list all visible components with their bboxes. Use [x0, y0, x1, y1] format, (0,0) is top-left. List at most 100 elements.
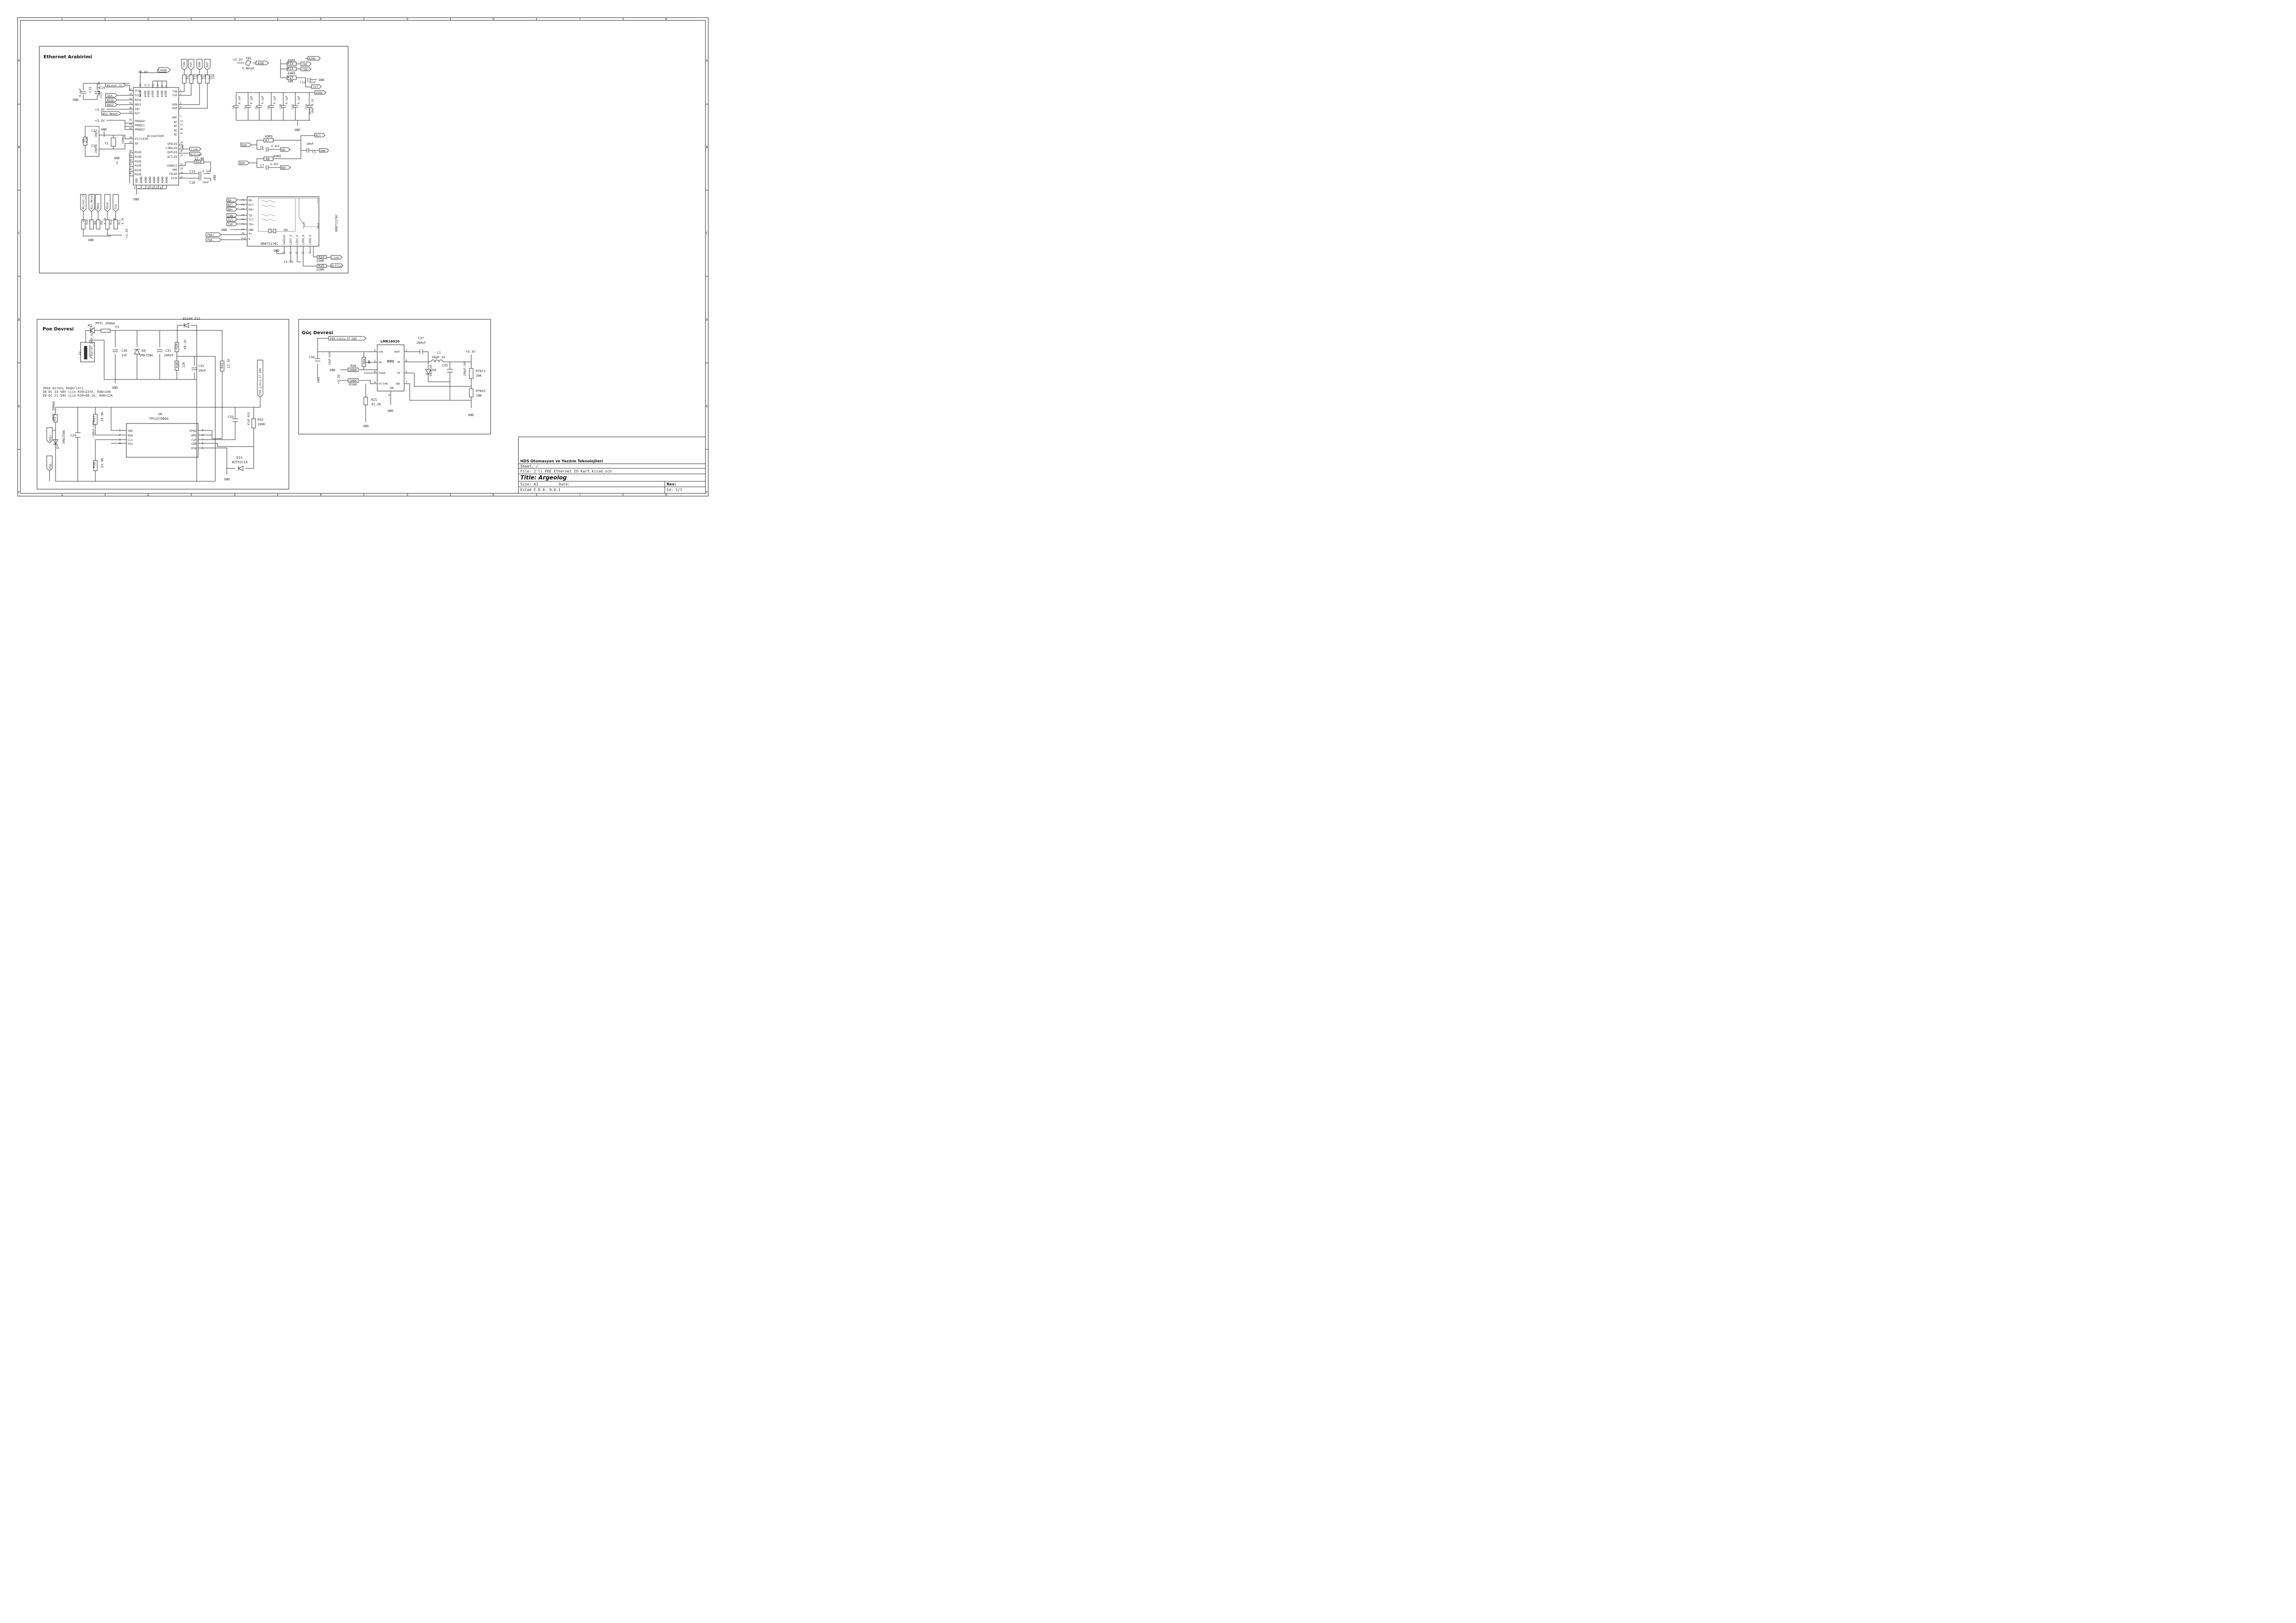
- u4-pin-name: TD+: [249, 223, 254, 226]
- pullup-net-label-text: Wiz_Reset: [90, 194, 94, 209]
- rtx-ref: R23: [209, 74, 212, 79]
- frame-col-top: 6: [493, 17, 494, 21]
- schematic-sheet: 1 2 3 4 5 6 7 8 1 2 3 4 5 6 7 8 A B C D …: [17, 17, 709, 497]
- r14-txn: TXN: [302, 68, 307, 71]
- u5-bottom-pin-num: 29: [134, 187, 137, 189]
- c37-val: 100nF: [416, 341, 426, 345]
- c31-val: 100nF: [164, 354, 174, 357]
- poe-out-label: POE-Çıkış-37-58V: [259, 368, 262, 395]
- frame-col-top: 4: [320, 17, 322, 21]
- u5-left-pin-num: 40: [129, 159, 132, 162]
- file-name: File: 2'li POE Ethernet IO Kart.kicad_sc…: [520, 469, 612, 473]
- r39-ref: R39: [175, 343, 179, 349]
- frame-col-bottom: 2: [147, 493, 149, 497]
- c15-val: 0.1µF: [79, 88, 82, 97]
- c30-ref: C30: [121, 349, 127, 353]
- f1-val: PPTC 200mA: [95, 322, 115, 325]
- u5-right-pin-name: DNC: [172, 116, 177, 119]
- u5-right-pin-name: VBG: [172, 168, 177, 172]
- c37-ref: C37: [418, 336, 424, 340]
- r13-txp: TXP: [302, 63, 307, 66]
- rtx-net-label-text: TXP: [190, 62, 193, 67]
- u4-net-label-text: RCT: [228, 204, 233, 207]
- u6-left-pin-num: 2: [119, 434, 121, 437]
- u4-pin-name: GND: [249, 229, 254, 232]
- u5-right-pin-num: 46: [180, 128, 183, 131]
- u4-pin-num: P2: [242, 214, 244, 217]
- frame-col-bottom: 4: [320, 493, 322, 497]
- frame-col-top: 2: [147, 17, 149, 21]
- avdd-label-text: AVDD: [160, 69, 167, 72]
- u31-left-pin-num: 2: [374, 349, 376, 352]
- u5-left-pin-name: SCSn: [135, 89, 142, 93]
- u5-right-pin-num: 20: [180, 172, 183, 174]
- u6-right-pin-name: T2P: [191, 439, 196, 442]
- c19-val: 4.7µF: [202, 170, 211, 173]
- r13-ref: R13: [287, 62, 293, 66]
- rtx-ref: R22: [201, 74, 205, 79]
- r15-tct: TCT: [313, 86, 318, 89]
- u5-right-pin-name: NC: [174, 129, 178, 132]
- u4-pin-num: P6: [242, 199, 244, 202]
- poe-section: Poe Devresi J2 Barrel_Jack_Switch M7 PPT…: [37, 317, 289, 490]
- pullup-net-label: [104, 194, 111, 212]
- r25-val: 220R: [316, 268, 324, 272]
- u4-pin-num: P3: [242, 208, 244, 211]
- u5-left-pin-num: 42: [129, 168, 132, 171]
- frame-row-right: C: [706, 231, 708, 235]
- sheet-title: Title: Argeolog: [520, 474, 567, 481]
- u31-left-pin-name: RT/SYNC: [379, 383, 388, 386]
- f1-ref: F1: [115, 325, 119, 329]
- u5-right-pin-name: NC: [174, 124, 178, 128]
- u4-bottom-pin-name: LEDY_A: [289, 235, 293, 245]
- u4-pin-name: TD-: [249, 214, 254, 218]
- u4-net-label: [226, 222, 237, 226]
- u31-left-pin-num: 4: [374, 381, 376, 384]
- u5-bottom-pin-name: AGND: [140, 176, 143, 183]
- u4-net-label: [226, 207, 237, 211]
- c7-ref: C7: [260, 164, 264, 168]
- u4-pin-num: P5: [242, 204, 244, 206]
- vpad-note-1: VPad Direnç Değerleri: [43, 386, 84, 390]
- u5-left-pin-name: PMODE2: [135, 128, 145, 131]
- ethernet-section-border: [39, 46, 349, 274]
- u6-left-pin-name: VSS: [128, 442, 133, 446]
- u31-left-pin-name: VIN: [379, 351, 383, 354]
- wiz-reset-label: Wiz_Reset: [103, 112, 118, 116]
- rtx-net-label: [196, 59, 203, 70]
- u5-bottom-pin-num: 3: [138, 188, 141, 189]
- c8-val: 6.8nF: [271, 145, 280, 148]
- frame-row-right: D: [706, 318, 708, 322]
- u6-left-pin-num: 1: [119, 429, 121, 432]
- r18-1m-ref: R18: [85, 137, 88, 143]
- pullup-net-label-text: SCK: [114, 204, 118, 209]
- u5-left-pin-name: SCLK: [135, 94, 142, 97]
- r13-val: 49R9: [287, 59, 295, 62]
- sheet-name: Sheet: /: [520, 464, 538, 468]
- r37-val: 24.9K: [100, 411, 104, 422]
- company-name: HDS Otomasyon ve Yazılım Teknolojileri: [520, 459, 603, 463]
- u4-pin-num: P4: [242, 218, 244, 221]
- r25-ref: R25: [318, 264, 324, 268]
- u5-left-pin-num: 33: [129, 93, 132, 96]
- u5-right-pin-name: TXN: [172, 90, 177, 93]
- d9-val: SS26-HT: [430, 364, 433, 376]
- u4-pin-name: TCT: [249, 218, 254, 222]
- pullup-gnd: GND: [88, 238, 94, 242]
- y1-val: 25MHz: [122, 136, 125, 144]
- frame-row-left: E: [18, 404, 20, 408]
- pullup-resistor: [113, 219, 118, 230]
- u4-bottom-pin-name: SHIELD: [283, 235, 286, 245]
- u5-left-pin-num: NC: [129, 172, 132, 175]
- r90-val: 200K: [349, 368, 357, 372]
- vpad-note-2: IN DC 33-58V için R39=237k, R40=10k: [43, 390, 111, 394]
- u5-top-pin-name: AVDD: [164, 90, 168, 97]
- u5-bottom-pin-num: 16: [151, 187, 154, 189]
- f2-ref: F2: [53, 417, 57, 421]
- u5-top-pin-num: 8: [161, 85, 164, 87]
- r15-val: 10R: [287, 80, 293, 83]
- u31-right-pin-name: FB: [397, 372, 400, 375]
- u5-left-pin-num: 41: [129, 163, 132, 166]
- fb1-val: F.Bead: [242, 67, 254, 70]
- u5-bottom-pin-name: AGND: [149, 176, 152, 183]
